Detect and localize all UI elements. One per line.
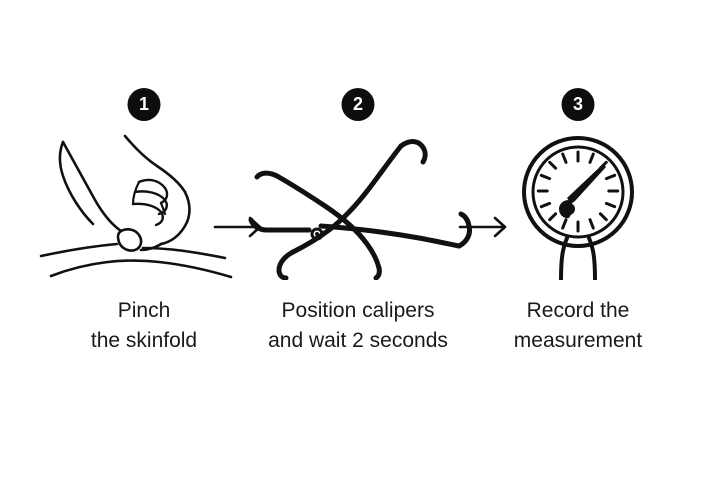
- arrow-step-2-to-3: [458, 212, 516, 242]
- step-1-caption: Pinch the skinfold: [90, 299, 198, 352]
- step-3: 3: [463, 88, 693, 368]
- step-2-caption: Position calipers and wait 2 seconds: [268, 299, 448, 352]
- step-2: 2: [243, 88, 473, 368]
- hand-pinching-skinfold-illustration: [29, 130, 259, 280]
- dial-gauge-illustration: [463, 130, 693, 282]
- step-number-badge-3: 3: [561, 88, 595, 121]
- step-number-badge-2: 2: [341, 88, 375, 121]
- step-3-caption: Record the measurement: [513, 299, 643, 352]
- step-1: 1: [29, 88, 259, 368]
- skinfold-calipers-illustration: [243, 130, 473, 281]
- step-number-badge-1: 1: [127, 88, 161, 121]
